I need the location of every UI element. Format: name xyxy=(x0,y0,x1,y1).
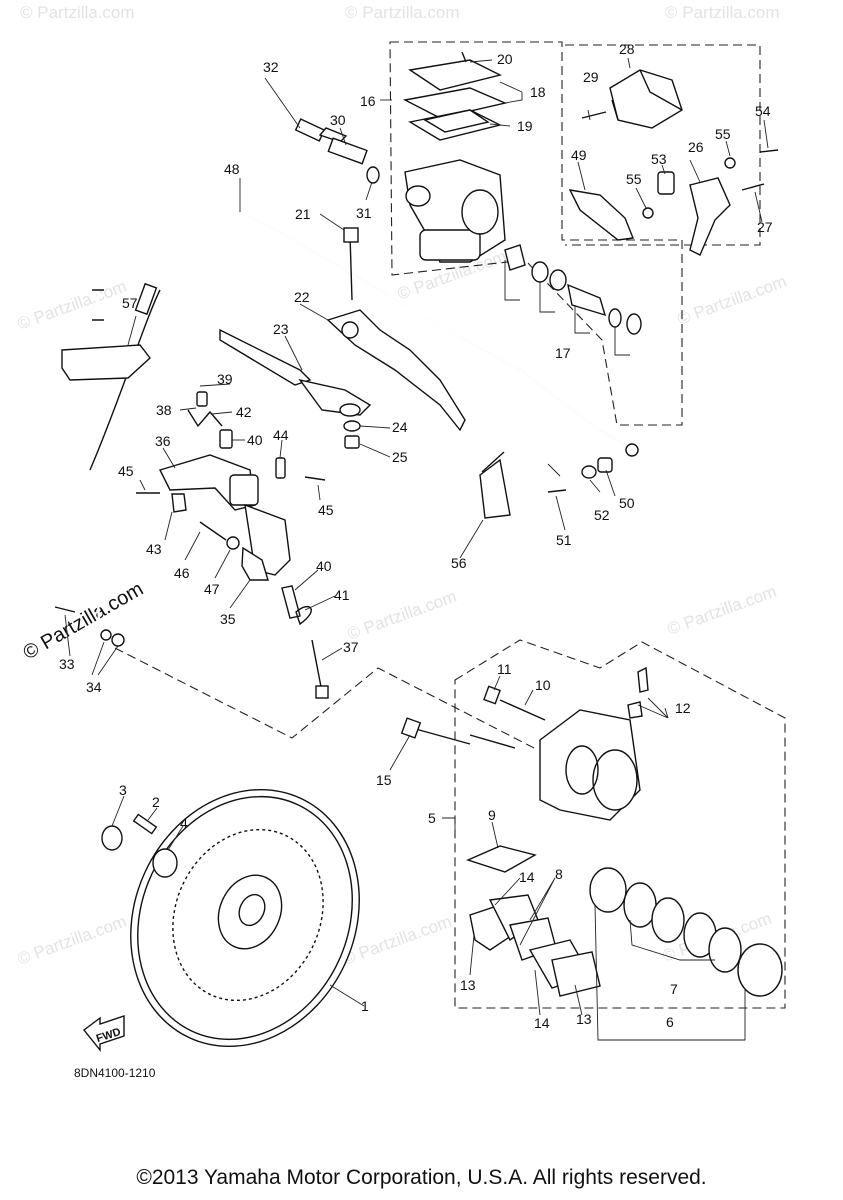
callout-34: 34 xyxy=(86,679,102,695)
callout-55a: 55 xyxy=(715,126,731,142)
callout-30: 30 xyxy=(330,112,346,128)
callout-1: 1 xyxy=(361,998,369,1014)
brake-cable xyxy=(163,206,639,591)
callout-47: 47 xyxy=(204,581,220,597)
callout-36: 36 xyxy=(155,433,171,449)
callout-7: 7 xyxy=(670,981,678,997)
callout-52: 52 xyxy=(594,507,610,523)
callout-2: 2 xyxy=(152,794,160,810)
callout-28: 28 xyxy=(619,41,635,57)
group-outlines xyxy=(114,41,786,1009)
callout-55b: 55 xyxy=(626,171,642,187)
leader-lines xyxy=(64,57,769,1016)
misc-parts xyxy=(479,451,613,519)
pedal-linkage xyxy=(136,391,329,699)
callout-21: 21 xyxy=(295,206,311,222)
drawing-code: 8DN4100-1210 xyxy=(74,1066,156,1080)
callout-16: 16 xyxy=(360,93,376,109)
callout-53: 53 xyxy=(651,151,667,167)
watermark: © Partzilla.com xyxy=(15,912,129,969)
callout-9: 9 xyxy=(488,807,496,823)
callout-27: 27 xyxy=(757,219,773,235)
watermark: © Partzilla.com xyxy=(15,277,129,334)
callout-56: 56 xyxy=(451,555,467,571)
callout-14b: 14 xyxy=(534,1015,550,1031)
watermark: © Partzilla.com xyxy=(665,3,780,22)
callout-43: 43 xyxy=(146,541,162,557)
callout-25: 25 xyxy=(392,449,408,465)
callout-41: 41 xyxy=(334,587,350,603)
callout-44: 44 xyxy=(273,427,289,443)
clutch-cable xyxy=(89,59,326,641)
callout-26: 26 xyxy=(688,139,704,155)
watermarks: © Partzilla.com © Partzilla.com © Partzi… xyxy=(15,3,789,969)
callout-50: 50 xyxy=(619,495,635,511)
brake-disc xyxy=(101,788,360,1048)
callout-45b: 45 xyxy=(318,502,334,518)
callout-3: 3 xyxy=(119,782,127,798)
callout-11: 11 xyxy=(497,661,512,677)
callout-13b: 13 xyxy=(576,1011,592,1027)
watermark: © Partzilla.com xyxy=(345,587,459,644)
watermark: © Partzilla.com xyxy=(665,582,779,639)
callout-23: 23 xyxy=(273,321,289,337)
callout-35: 35 xyxy=(220,611,236,627)
callout-40a: 40 xyxy=(247,432,263,448)
callout-14a: 14 xyxy=(519,869,535,885)
callout-31: 31 xyxy=(356,205,372,221)
callout-48: 48 xyxy=(224,161,240,177)
callout-32: 32 xyxy=(263,59,279,75)
callout-40b: 40 xyxy=(316,558,332,574)
cable-guide-bracket xyxy=(54,344,151,647)
callout-18: 18 xyxy=(530,84,546,100)
callout-17: 17 xyxy=(555,345,571,361)
watermark: © Partzilla.com xyxy=(675,272,789,329)
cable-route-outline xyxy=(114,647,539,751)
master-cylinder-group-outline xyxy=(389,41,683,426)
callout-19: 19 xyxy=(517,118,533,134)
callout-4: 4 xyxy=(180,815,188,831)
caliper-assembly xyxy=(400,666,783,1041)
callout-39: 39 xyxy=(217,371,233,387)
callout-51: 51 xyxy=(556,532,572,548)
callout-12: 12 xyxy=(675,700,691,716)
watermark: © Partzilla.com xyxy=(20,3,135,22)
callout-15: 15 xyxy=(376,772,392,788)
lever-assembly xyxy=(219,227,466,449)
reservoir-group-outline xyxy=(565,44,761,246)
callout-57: 57 xyxy=(122,295,138,311)
reservoir-and-bracket xyxy=(568,69,779,256)
callouts: 1 2 3 4 5 6 7 8 9 10 11 12 13 13 14 14 1… xyxy=(59,41,773,1031)
callout-33: 33 xyxy=(59,656,75,672)
callout-13a: 13 xyxy=(460,977,476,993)
callout-29: 29 xyxy=(583,69,599,85)
caliper-group-outline xyxy=(454,639,786,1009)
callout-37: 37 xyxy=(343,639,359,655)
callout-8: 8 xyxy=(555,866,563,882)
fwd-arrow: FWD xyxy=(83,1015,125,1052)
callout-45a: 45 xyxy=(118,463,134,479)
copyright-notice: ©2013 Yamaha Motor Corporation, U.S.A. A… xyxy=(136,1166,707,1189)
master-cylinder xyxy=(318,51,642,356)
callout-10: 10 xyxy=(535,677,551,693)
callout-5: 5 xyxy=(428,810,436,826)
callout-22: 22 xyxy=(294,289,310,305)
callout-54: 54 xyxy=(755,103,771,119)
callout-20: 20 xyxy=(497,51,513,67)
callout-46: 46 xyxy=(174,565,190,581)
callout-49: 49 xyxy=(571,147,587,163)
callout-42: 42 xyxy=(236,404,252,420)
callout-24: 24 xyxy=(392,419,408,435)
callout-6: 6 xyxy=(666,1014,674,1030)
watermark: © Partzilla.com xyxy=(345,3,460,22)
callout-38: 38 xyxy=(156,402,172,418)
watermark-dark: © Partzilla.com xyxy=(20,578,148,664)
